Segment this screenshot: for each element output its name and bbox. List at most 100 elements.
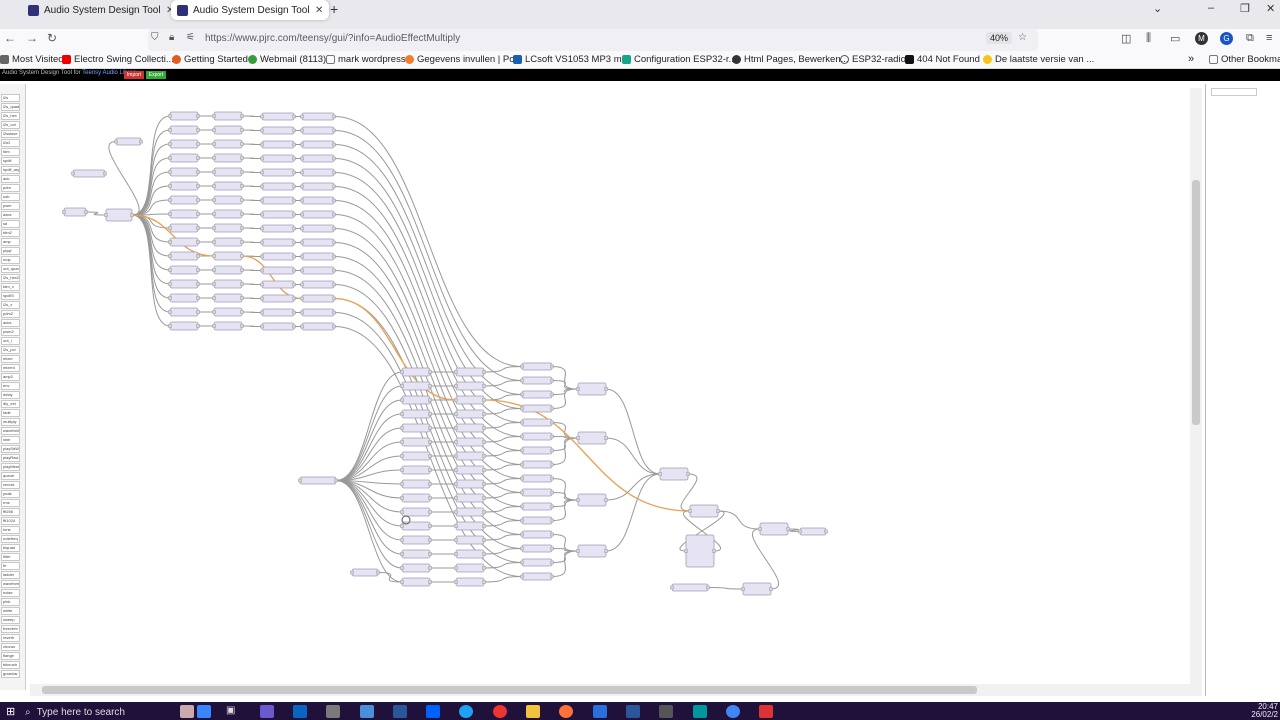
- audio-node[interactable]: [261, 168, 295, 177]
- palette-item[interactable]: waveform: [1, 580, 20, 588]
- node-port[interactable]: [798, 529, 802, 534]
- audio-node[interactable]: [213, 237, 243, 247]
- connection-wire[interactable]: [483, 450, 523, 457]
- node-port[interactable]: [292, 240, 296, 245]
- palette-item[interactable]: ladder: [1, 571, 20, 579]
- reload-icon[interactable]: ↻: [47, 31, 58, 45]
- audio-node[interactable]: [301, 280, 335, 289]
- node-port[interactable]: [482, 370, 486, 374]
- audio-node[interactable]: [213, 195, 243, 205]
- node-port[interactable]: [454, 510, 458, 514]
- palette-item[interactable]: pdm2: [1, 310, 20, 318]
- node-port[interactable]: [62, 210, 66, 214]
- node-port[interactable]: [454, 384, 458, 388]
- bookmark-item[interactable]: Gegevens invullen | Po...: [405, 54, 522, 65]
- app-icon[interactable]: [326, 705, 340, 718]
- connection-wire[interactable]: [241, 311, 263, 313]
- audio-node[interactable]: [261, 294, 295, 303]
- node-port[interactable]: [520, 518, 524, 523]
- connection-wire[interactable]: [333, 214, 523, 465]
- audio-node[interactable]: [213, 307, 243, 317]
- node-port[interactable]: [168, 156, 172, 160]
- audio-node[interactable]: [213, 153, 243, 163]
- edge-icon[interactable]: [459, 705, 473, 718]
- node-port[interactable]: [520, 504, 524, 509]
- node-port[interactable]: [428, 482, 432, 486]
- connection-wire[interactable]: [241, 157, 263, 159]
- node-port[interactable]: [550, 406, 554, 411]
- audio-node[interactable]: [577, 382, 607, 396]
- node-port[interactable]: [300, 324, 304, 329]
- connection-wire[interactable]: [241, 171, 263, 173]
- node-port[interactable]: [298, 478, 302, 483]
- connection-wire[interactable]: [241, 129, 263, 131]
- node-port[interactable]: [454, 370, 458, 374]
- audio-node[interactable]: [401, 507, 431, 517]
- minimize-icon[interactable]: –: [1208, 2, 1215, 14]
- audio-node[interactable]: [521, 432, 553, 441]
- node-port[interactable]: [196, 296, 200, 300]
- palette-item[interactable]: out_i: [1, 337, 20, 345]
- node-port[interactable]: [212, 184, 216, 188]
- node-port[interactable]: [168, 240, 172, 244]
- node-port[interactable]: [212, 128, 216, 132]
- palette-item[interactable]: i2s: [1, 94, 20, 102]
- dropbox-icon[interactable]: [426, 705, 440, 718]
- arduino-icon[interactable]: [693, 705, 707, 718]
- node-port[interactable]: [300, 226, 304, 231]
- app-icon[interactable]: [197, 705, 211, 718]
- node-port[interactable]: [428, 524, 432, 528]
- node-port[interactable]: [454, 426, 458, 430]
- connection-wire[interactable]: [377, 572, 403, 583]
- audio-node[interactable]: [455, 577, 485, 587]
- connection-wire[interactable]: [752, 528, 779, 590]
- node-port[interactable]: [400, 552, 404, 556]
- audio-node[interactable]: [213, 321, 243, 331]
- audio-node[interactable]: [401, 451, 431, 461]
- bookmark-item[interactable]: ESP32-radio: [840, 54, 906, 65]
- node-port[interactable]: [332, 198, 336, 203]
- node-port[interactable]: [684, 549, 688, 553]
- node-port[interactable]: [482, 566, 486, 570]
- connection-wire[interactable]: [131, 171, 171, 216]
- palette-item[interactable]: i2s_hex2: [1, 274, 20, 282]
- sidebar-icon[interactable]: ▭: [1170, 33, 1181, 45]
- audio-node[interactable]: [455, 395, 485, 405]
- node-port[interactable]: [716, 509, 720, 513]
- info-tab[interactable]: [1211, 88, 1257, 96]
- palette-item[interactable]: freeverb: [1, 625, 20, 633]
- audio-node[interactable]: [213, 111, 243, 121]
- node-port[interactable]: [454, 468, 458, 472]
- node-port[interactable]: [196, 114, 200, 118]
- audio-node[interactable]: [301, 126, 335, 135]
- node-port[interactable]: [196, 156, 200, 160]
- audio-node[interactable]: [169, 139, 199, 149]
- audio-node[interactable]: [213, 139, 243, 149]
- connection-wire[interactable]: [483, 562, 523, 569]
- palette-item[interactable]: adc: [1, 175, 20, 183]
- connection-wire[interactable]: [682, 510, 722, 552]
- connection-wire[interactable]: [551, 499, 579, 521]
- close-icon[interactable]: ✕: [315, 4, 324, 16]
- node-port[interactable]: [212, 310, 216, 314]
- pocket-icon[interactable]: ◫: [1121, 33, 1132, 45]
- connection-wire[interactable]: [717, 510, 761, 530]
- node-port[interactable]: [400, 566, 404, 570]
- app-icon[interactable]: [260, 705, 274, 718]
- back-icon[interactable]: ←: [4, 31, 16, 45]
- audio-node[interactable]: [213, 265, 243, 275]
- connection-wire[interactable]: [241, 255, 263, 257]
- audio-node[interactable]: [261, 280, 295, 289]
- connection-wire[interactable]: [333, 172, 523, 423]
- node-port[interactable]: [332, 268, 336, 273]
- audio-node[interactable]: [301, 112, 335, 121]
- audio-node[interactable]: [401, 493, 431, 503]
- node-port[interactable]: [332, 156, 336, 161]
- node-port[interactable]: [658, 472, 662, 476]
- node-port[interactable]: [260, 170, 264, 175]
- node-port[interactable]: [520, 406, 524, 411]
- node-port[interactable]: [332, 282, 336, 287]
- node-port[interactable]: [576, 498, 580, 502]
- file-explorer-icon[interactable]: [526, 705, 540, 718]
- audio-node[interactable]: [759, 522, 789, 536]
